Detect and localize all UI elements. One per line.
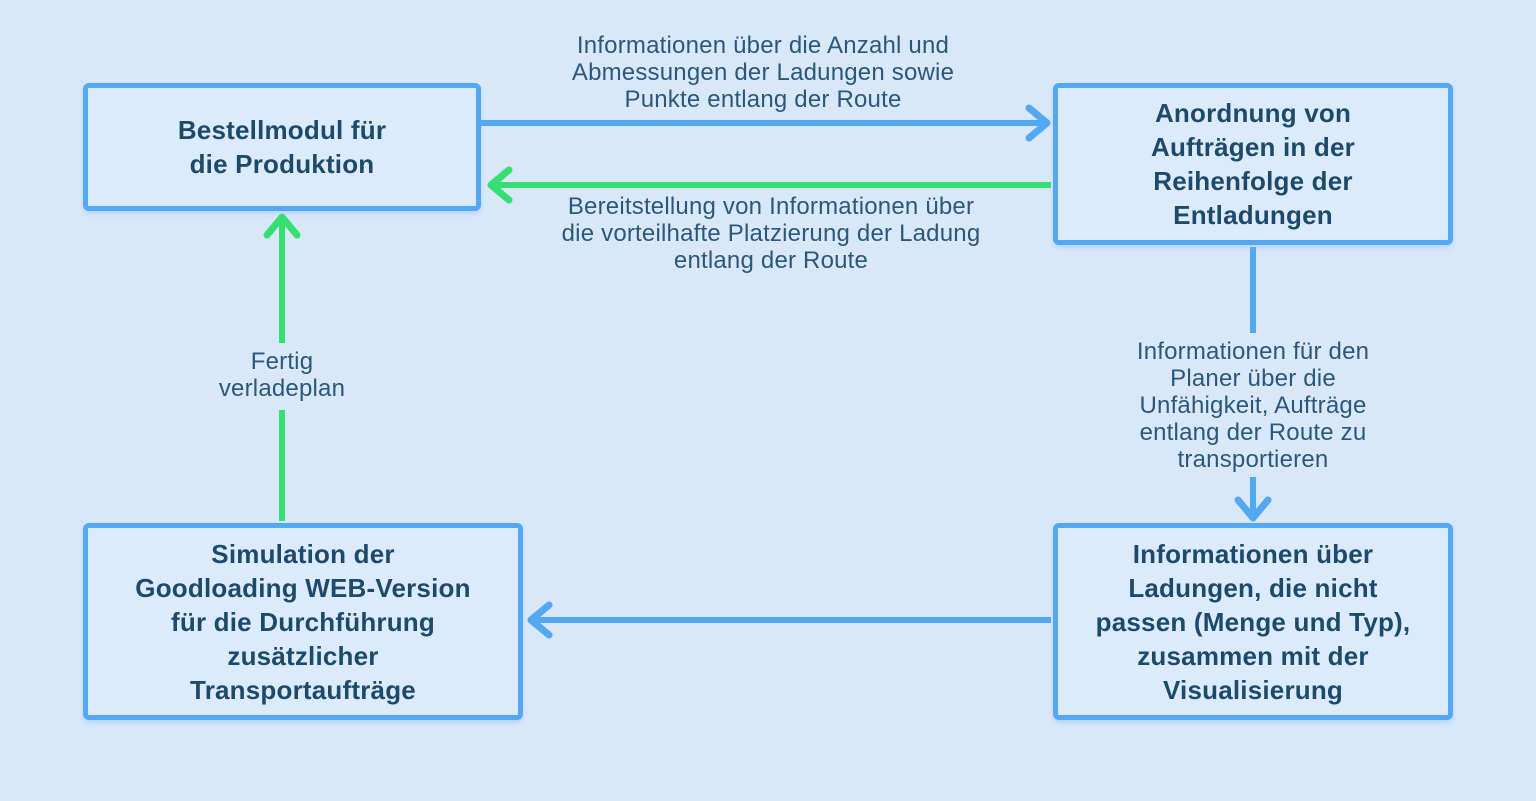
node-production: Bestellmodul für die Produktion xyxy=(83,83,481,211)
edge-label-production-to-ordering: Informationen über die Anzahl und Abmess… xyxy=(571,32,955,113)
node-simulation-label: Simulation der Goodloading WEB-Version f… xyxy=(135,538,471,705)
node-ordering: Anordnung von Aufträgen in der Reihenfol… xyxy=(1053,83,1453,245)
node-simulation: Simulation der Goodloading WEB-Version f… xyxy=(83,523,523,720)
edge-label-simulation-to-production: Fertig verladeplan xyxy=(218,348,346,402)
node-ordering-label: Anordnung von Aufträgen in der Reihenfol… xyxy=(1151,98,1355,230)
node-production-label: Bestellmodul für die Produktion xyxy=(177,115,387,179)
edge-label-ordering-to-production: Bereitstellung von Informationen über di… xyxy=(561,193,981,274)
edge-label-ordering-to-misfit-info: Informationen für den Planer über die Un… xyxy=(1136,338,1370,473)
arrow-misfit-info-to-simulation xyxy=(527,601,1051,639)
node-misfit-info-label: Informationen über Ladungen, die nicht p… xyxy=(1095,538,1411,705)
node-misfit-info: Informationen über Ladungen, die nicht p… xyxy=(1053,523,1453,720)
